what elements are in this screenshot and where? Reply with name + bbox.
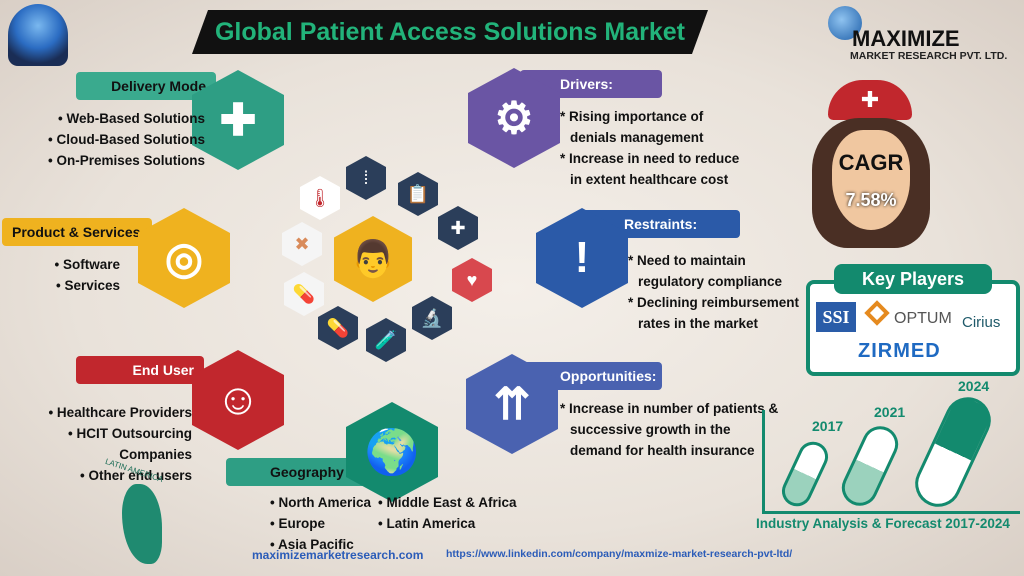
geography-label: Geography	[226, 458, 366, 486]
list-item: • Healthcare Providers	[48, 405, 192, 420]
list-item: * Declining reimbursement	[628, 295, 800, 310]
list-item: • Asia Pacific	[270, 537, 354, 552]
end-user-label: End User	[76, 356, 204, 384]
medical-cross-icon: ✚	[192, 70, 284, 170]
avatar-icon	[8, 4, 68, 66]
opportunities-label: Opportunities:	[520, 362, 662, 390]
doctor-icon: ☺	[192, 350, 284, 450]
drivers-label: Drivers:	[520, 70, 662, 98]
first-aid-kit-icon: ✚	[438, 206, 478, 250]
geography-col2: • Middle East & Africa • Latin America	[378, 492, 517, 534]
list-item: • Other end users	[79, 468, 192, 483]
globe-icon: 🌍	[346, 402, 438, 502]
list-item: regulatory compliance	[638, 274, 783, 289]
list-item: successive growth in the	[570, 422, 731, 437]
restraints-list: * Need to maintain regulatory compliance…	[628, 250, 799, 334]
list-item: demand for health insurance	[570, 443, 755, 458]
cirius-logo: Cirius	[962, 314, 1001, 331]
page-title: Global Patient Access Solutions Market	[214, 18, 686, 46]
website-link[interactable]: maximizemarketresearch.com	[252, 548, 424, 562]
list-item: • On-Premises Solutions	[48, 153, 206, 168]
cagr-face	[832, 130, 910, 230]
cagr-value: 7.58%	[845, 190, 897, 210]
thermometer-icon: 🌡	[300, 176, 340, 220]
linkedin-link[interactable]: https://www.linkedin.com/company/maxmize…	[446, 548, 793, 560]
list-item: • Web-Based Solutions	[58, 111, 206, 126]
year-label: 2024	[958, 378, 990, 394]
microscope-icon: 🔬	[412, 296, 452, 340]
cagr-label: CAGR	[838, 150, 904, 175]
medicine-bottle-icon: 💊	[318, 306, 358, 350]
geography-col1: • North America • Europe • Asia Pacific	[270, 492, 371, 555]
doctor-center-icon: 👨	[334, 216, 412, 302]
list-item: • HCIT Outsourcing Companies	[68, 426, 192, 462]
delivery-mode-list: • Web-Based Solutions • Cloud-Based Solu…	[48, 108, 205, 171]
list-item: * Increase in number of patients &	[560, 401, 779, 416]
list-item: • North America	[270, 495, 371, 510]
forecast-caption: Industry Analysis & Forecast 2017-2024	[756, 516, 1010, 531]
latin-america-map-icon	[122, 484, 162, 564]
title-banner: Global Patient Access Solutions Market	[191, 10, 709, 54]
bandage-icon: ✖	[282, 222, 322, 266]
zirmed-logo: ZIRMED	[858, 340, 941, 362]
list-item: * Rising importance of	[560, 109, 704, 124]
list-item: denials management	[570, 130, 704, 145]
end-user-list: • Healthcare Providers • HCIT Outsourcin…	[6, 402, 192, 486]
test-tube-icon: 🧪	[366, 318, 406, 362]
year-label: 2017	[812, 418, 844, 434]
drivers-list: * Rising importance of denials managemen…	[560, 106, 739, 190]
list-item: • Software	[54, 257, 121, 272]
globe-icon	[828, 6, 862, 40]
key-players-label: Key Players	[834, 264, 992, 294]
list-item: • Cloud-Based Solutions	[48, 132, 206, 147]
optum-logo: OPTUM	[894, 310, 952, 327]
list-item: • Services	[55, 278, 120, 293]
logo: MAXIMIZE MARKET RESEARCH PVT. LTD.	[822, 4, 1022, 64]
logo-subtitle: MARKET RESEARCH PVT. LTD.	[850, 50, 1008, 62]
ssi-logo: SSI	[816, 302, 856, 332]
list-item: in extent healthcare cost	[570, 172, 729, 187]
logo-name: MAXIMIZE	[852, 26, 960, 51]
chart-axis	[762, 410, 1020, 514]
list-item: * Need to maintain	[628, 253, 746, 268]
list-item: rates in the market	[638, 316, 759, 331]
heart-rate-icon: ♥	[452, 258, 492, 302]
nurse-cap-icon: ✚	[828, 80, 912, 120]
list-item: • Europe	[270, 516, 325, 531]
product-services-label: Product & Services	[2, 218, 152, 246]
list-item: * Increase in need to reduce	[560, 151, 740, 166]
year-label: 2021	[874, 404, 906, 420]
pill-pack-icon: ⁞	[346, 156, 386, 200]
pill-icon: 💊	[284, 272, 324, 316]
product-services-list: • Software • Services	[50, 254, 121, 296]
list-item: • Latin America	[378, 516, 476, 531]
clipboard-icon: 📋	[398, 172, 438, 216]
opportunities-list: * Increase in number of patients & succe…	[560, 398, 778, 461]
list-item: • Middle East & Africa	[378, 495, 517, 510]
